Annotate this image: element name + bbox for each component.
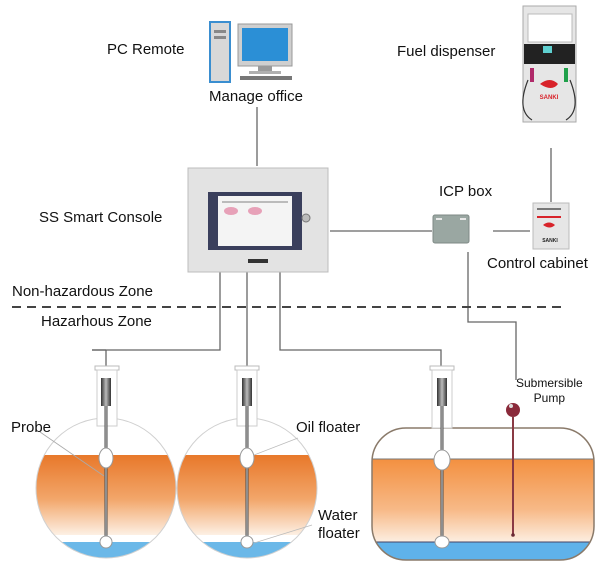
label-water-floater: Water floater bbox=[318, 508, 360, 541]
label-submersible-pump: Submersible Pump bbox=[516, 377, 583, 404]
label-control-cabinet: Control cabinet bbox=[487, 255, 588, 272]
tank-2 bbox=[176, 365, 318, 559]
label-icp-box: ICP box bbox=[439, 183, 493, 200]
icp-box-device bbox=[432, 214, 470, 244]
label-submersible-pump-line1: Submersible bbox=[516, 376, 583, 390]
label-hazardous-zone: Hazarhous Zone bbox=[41, 313, 152, 330]
control-cabinet-device: SANKI bbox=[532, 202, 570, 250]
water-float bbox=[240, 535, 254, 549]
water-floater-leader bbox=[253, 524, 313, 544]
label-oil-floater: Oil floater bbox=[296, 419, 361, 436]
wire-console-tank3 bbox=[279, 272, 442, 366]
label-manage-office: Manage office bbox=[209, 88, 303, 105]
probe-housing bbox=[94, 365, 120, 546]
wiring bbox=[92, 107, 552, 380]
tank-3 bbox=[371, 365, 595, 561]
label-non-hazardous-zone: Non-hazardous Zone bbox=[12, 283, 153, 300]
oil-float bbox=[239, 447, 255, 469]
dispenser-brand: SANKI bbox=[540, 95, 559, 101]
label-fuel-dispenser: Fuel dispenser bbox=[397, 43, 496, 60]
label-pc-remote: PC Remote bbox=[107, 41, 185, 58]
label-submersible-pump-line2: Pump bbox=[533, 391, 566, 405]
submersible-pump-icon bbox=[506, 403, 520, 537]
probe-leader bbox=[39, 431, 105, 477]
wire-console-tank1-a bbox=[92, 272, 221, 351]
smart-console-device bbox=[187, 167, 329, 273]
label-probe: Probe bbox=[11, 419, 52, 436]
oil-float bbox=[98, 447, 114, 469]
oil-floater-leader bbox=[253, 437, 299, 456]
cabinet-brand: SANKI bbox=[542, 238, 558, 244]
water-float bbox=[434, 535, 450, 549]
water-float bbox=[99, 535, 113, 549]
wire-icp-pump bbox=[467, 252, 517, 380]
label-water-floater-line2: floater bbox=[318, 525, 360, 542]
tank-1 bbox=[35, 365, 177, 559]
fuel-dispenser-icon: SANKI bbox=[522, 5, 577, 123]
oil-float bbox=[433, 449, 451, 471]
label-water-floater-line1: Water bbox=[318, 507, 358, 524]
label-smart-console: SS Smart Console bbox=[39, 209, 163, 226]
pc-icon bbox=[209, 21, 293, 83]
